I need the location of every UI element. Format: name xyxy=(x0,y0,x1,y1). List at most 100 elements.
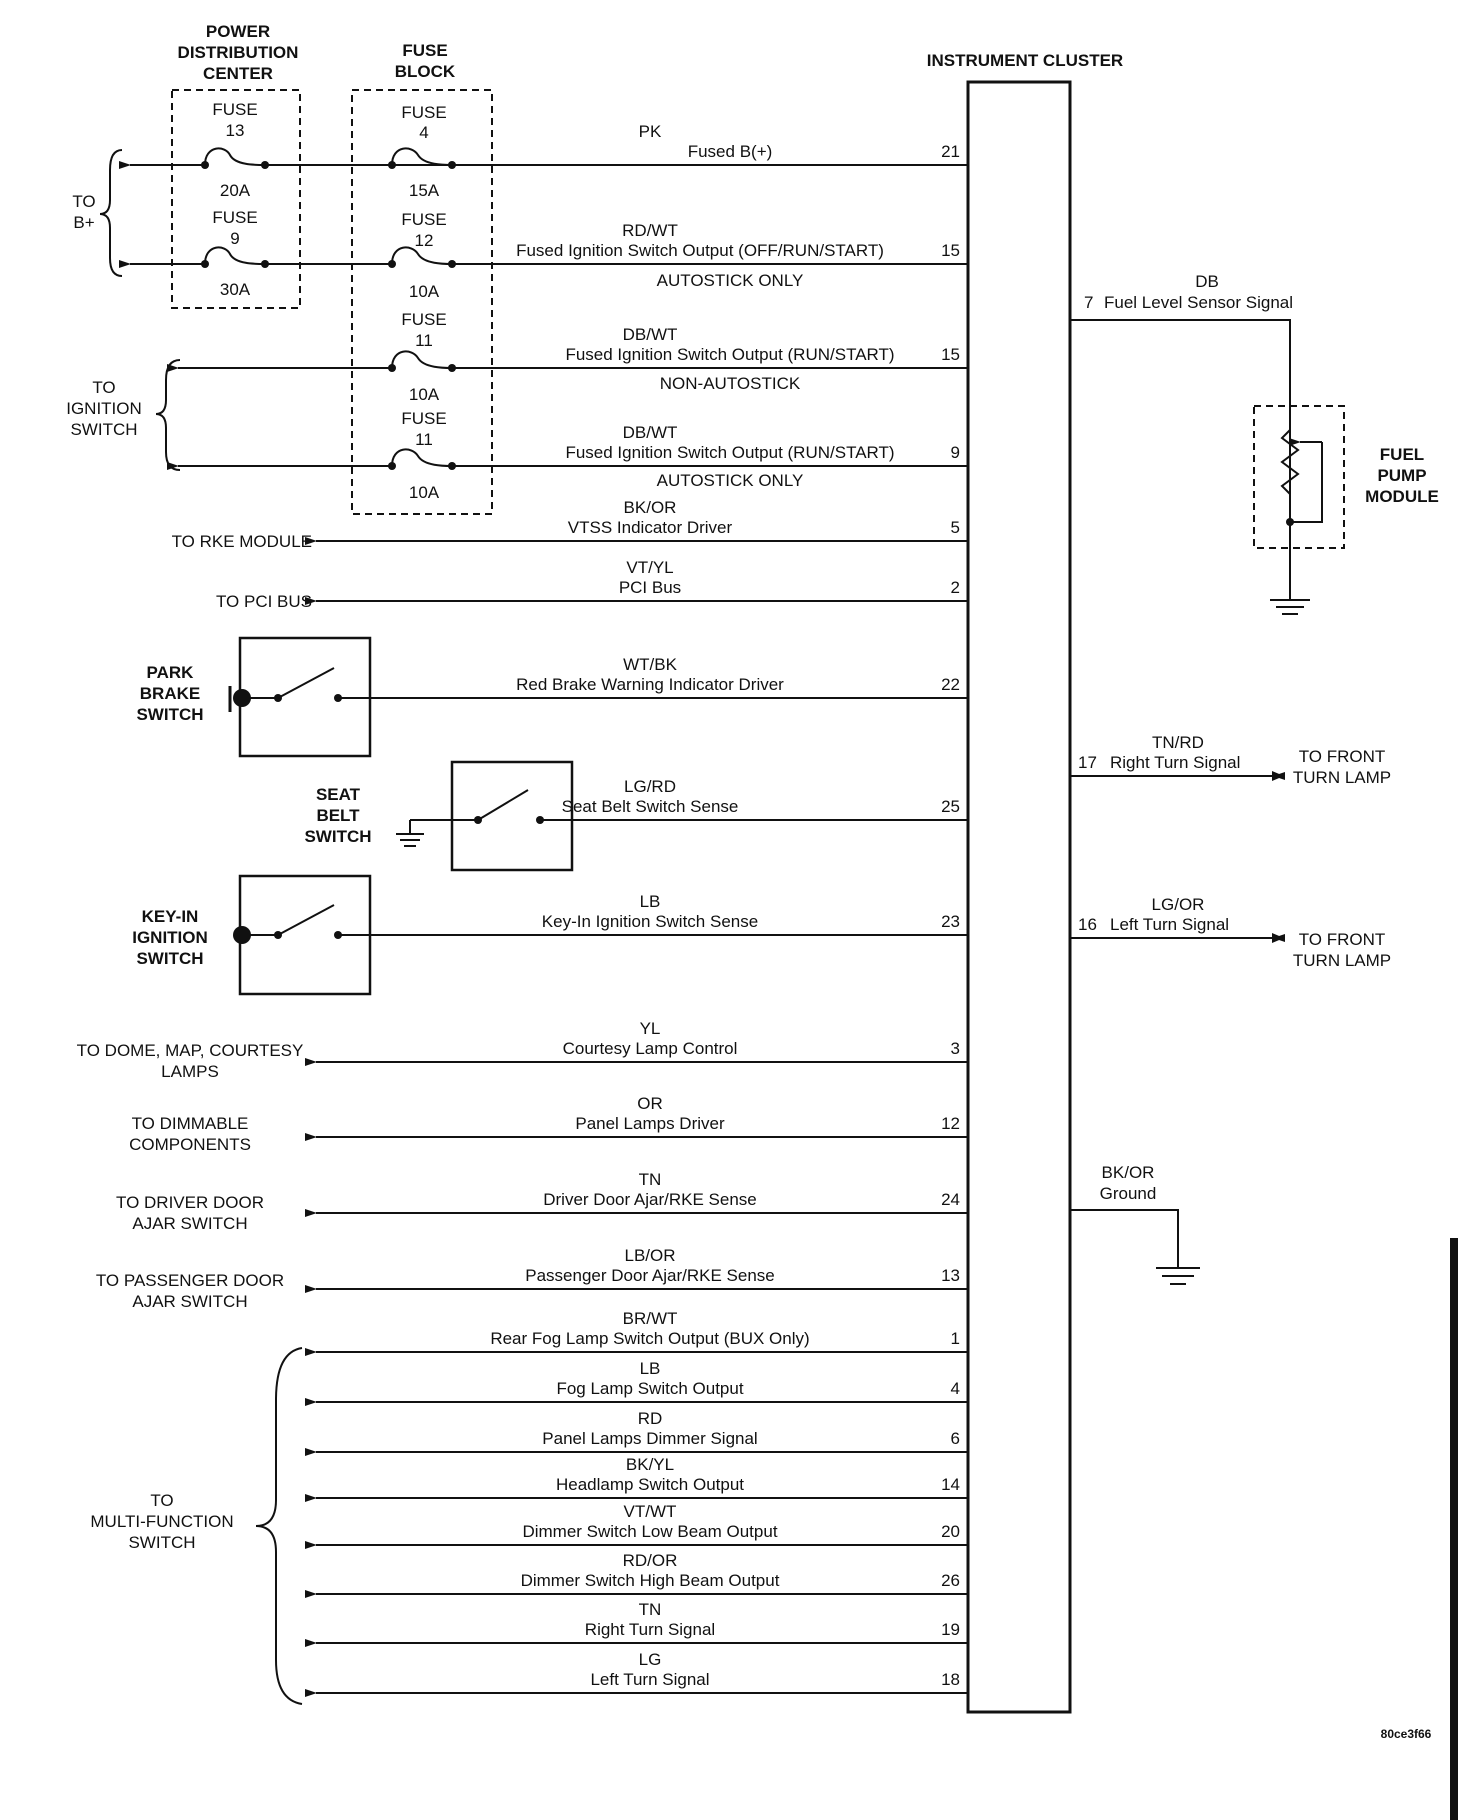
circuit-color: DB/WT xyxy=(623,423,678,442)
circuit-destination: TO PCI BUS xyxy=(216,592,312,611)
circuit-color: RD/OR xyxy=(623,1551,678,1570)
circuit-pin: 18 xyxy=(941,1670,960,1689)
circuit-pin: 23 xyxy=(941,912,960,931)
circuit-name: Seat Belt Switch Sense xyxy=(562,797,739,816)
instrument-cluster-title: INSTRUMENT CLUSTER xyxy=(927,51,1123,70)
switch-label-1: KEY-IN xyxy=(142,907,199,926)
circuit-name: Fused Ignition Switch Output (RUN/START) xyxy=(565,443,894,462)
to-bplus-1: TO xyxy=(72,192,95,211)
power-distribution-center-box xyxy=(171,89,301,309)
circuit-destination: TO DRIVER DOOR xyxy=(116,1193,264,1212)
pdc-title-1: POWER xyxy=(206,22,270,41)
circuit-color: VT/WT xyxy=(624,1502,677,1521)
circuit-color: BR/WT xyxy=(623,1309,678,1328)
circuit-destination: LAMPS xyxy=(161,1062,219,1081)
circuit-name: Right Turn Signal xyxy=(1110,753,1240,772)
fuse-rating: 15A xyxy=(409,181,440,200)
fuse-number: 4 xyxy=(419,123,428,142)
circuit-pin: 24 xyxy=(941,1190,960,1209)
circuit-color: LB xyxy=(640,1359,661,1378)
park-brake-switch: PARK BRAKE SWITCH xyxy=(136,636,372,758)
fuse-block-title-2: BLOCK xyxy=(395,62,456,81)
circuit-color: RD/WT xyxy=(622,221,678,240)
circuit-destination: COMPONENTS xyxy=(129,1135,251,1154)
to-multifunction-3: SWITCH xyxy=(128,1533,195,1552)
circuit-color: YL xyxy=(640,1019,661,1038)
circuit-destination: TO FRONT xyxy=(1299,747,1386,766)
fuse-number: 9 xyxy=(230,229,239,248)
pdc-fuse-9: FUSE 9 30A xyxy=(201,208,269,299)
circuit-color: WT/BK xyxy=(623,655,677,674)
fuse-rating: 30A xyxy=(220,280,251,299)
pdc-title-2: DISTRIBUTION xyxy=(178,43,299,62)
circuit-name: Panel Lamps Driver xyxy=(575,1114,725,1133)
circuit-pin: 19 xyxy=(941,1620,960,1639)
circuit-color: TN/RD xyxy=(1152,733,1204,752)
to-bplus-2: B+ xyxy=(73,213,94,232)
key-in-ignition-switch: KEY-IN IGNITION SWITCH xyxy=(132,874,372,996)
circuit-pin: 14 xyxy=(941,1475,960,1494)
circuit-destination: AJAR SWITCH xyxy=(132,1214,247,1233)
circuit-color: DB/WT xyxy=(623,325,678,344)
circuit-destination: TO DIMMABLE xyxy=(132,1114,249,1133)
circuit-name: Key-In Ignition Switch Sense xyxy=(542,912,758,931)
switch-label-3: SWITCH xyxy=(136,949,203,968)
to-ignition-3: SWITCH xyxy=(70,420,137,439)
circuit-name: Fuel Level Sensor Signal xyxy=(1104,293,1293,312)
circuit-destination: TO RKE MODULE xyxy=(172,532,312,551)
fuse-block-title-1: FUSE xyxy=(402,41,447,60)
fuse-label: FUSE xyxy=(401,103,446,122)
fuse-label: FUSE xyxy=(212,208,257,227)
seat-belt-switch: SEAT BELT SWITCH xyxy=(304,760,574,872)
to-ignition-1: TO xyxy=(92,378,115,397)
switch-label-2: BRAKE xyxy=(140,684,200,703)
circuit-name: Right Turn Signal xyxy=(585,1620,715,1639)
circuit-color: BK/YL xyxy=(626,1455,674,1474)
fuel-pump-label-2: PUMP xyxy=(1377,466,1426,485)
fuse-label: FUSE xyxy=(401,409,446,428)
circuit-name: Headlamp Switch Output xyxy=(556,1475,744,1494)
circuit-pin: 25 xyxy=(941,797,960,816)
instrument-cluster-box xyxy=(966,80,1072,1714)
fuse-rating: 10A xyxy=(409,385,440,404)
circuit-destination: AJAR SWITCH xyxy=(132,1292,247,1311)
circuit-name: Driver Door Ajar/RKE Sense xyxy=(543,1190,757,1209)
circuit-color: DB xyxy=(1195,272,1219,291)
circuit-color: LG/OR xyxy=(1152,895,1205,914)
fuel-pump-label-1: FUEL xyxy=(1380,445,1424,464)
switch-label-2: BELT xyxy=(316,806,360,825)
note-autostick-only-1: AUTOSTICK ONLY xyxy=(657,271,804,290)
circuit-pin: 15 xyxy=(941,241,960,260)
circuit-name: Red Brake Warning Indicator Driver xyxy=(516,675,784,694)
circuit-color: LB/OR xyxy=(624,1246,675,1265)
to-multifunction-2: MULTI-FUNCTION xyxy=(90,1512,233,1531)
circuit-color: TN xyxy=(639,1600,662,1619)
circuit-pin: 1 xyxy=(951,1329,960,1348)
circuit-pin: 13 xyxy=(941,1266,960,1285)
pdc-fuse-13: FUSE 13 20A xyxy=(201,100,269,200)
circuit-pin: 5 xyxy=(951,518,960,537)
circuit-name: Fused Ignition Switch Output (RUN/START) xyxy=(565,345,894,364)
circuit-color: TN xyxy=(639,1170,662,1189)
note-non-autostick: NON-AUTOSTICK xyxy=(660,374,801,393)
circuit-name: Left Turn Signal xyxy=(1110,915,1229,934)
circuit-color: LB xyxy=(640,892,661,911)
circuit-pin: 7 xyxy=(1084,293,1093,312)
circuit-color: PK xyxy=(639,122,662,141)
fuse-number: 13 xyxy=(226,121,245,140)
circuit-color: RD xyxy=(638,1409,663,1428)
